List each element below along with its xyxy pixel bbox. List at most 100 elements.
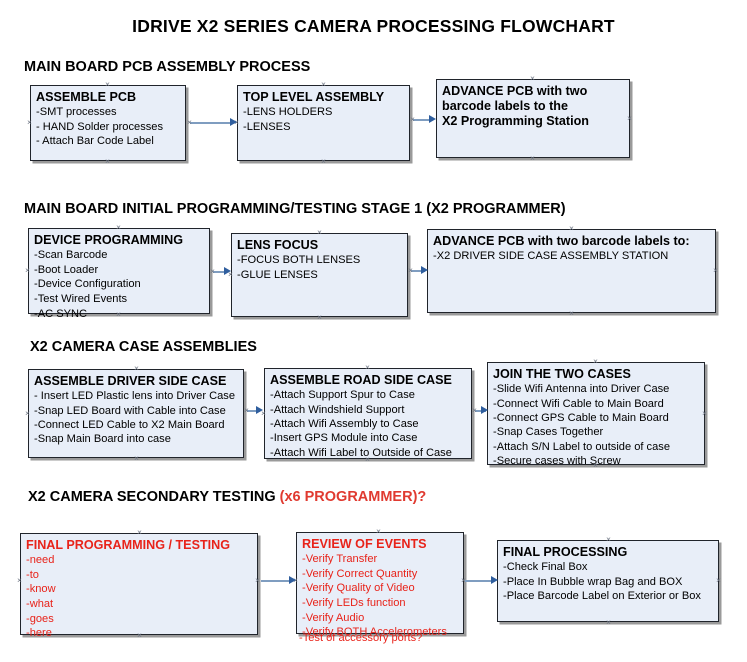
resize-handle[interactable] bbox=[316, 229, 323, 236]
box-assemble-pcb[interactable]: ASSEMBLE PCB -SMT processes - HAND Solde… bbox=[30, 85, 186, 161]
box-line: -SMT processes bbox=[36, 106, 117, 119]
box-advance-pcb-driver-side-case[interactable]: ADVANCE PCB with two barcode labels to: … bbox=[427, 229, 716, 313]
resize-handle[interactable] bbox=[320, 81, 327, 88]
box-advance-pcb-programming-station[interactable]: ADVANCE PCB with two barcode labels to t… bbox=[436, 79, 630, 158]
resize-handle[interactable] bbox=[320, 158, 327, 165]
box-title: FINAL PROGRAMMING / TESTING bbox=[26, 538, 231, 552]
box-line: -LENS HOLDERS bbox=[243, 106, 333, 119]
resize-handle[interactable] bbox=[136, 529, 143, 536]
box-join-the-two-cases[interactable]: JOIN THE TWO CASES -Slide Wifi Antenna i… bbox=[487, 362, 705, 467]
box-line: -what bbox=[26, 598, 54, 611]
connector-line bbox=[247, 410, 260, 412]
box-line: -X2 DRIVER SIDE CASE ASSEMBLY STATION bbox=[433, 250, 669, 263]
connector-arrow-icon bbox=[289, 576, 296, 584]
box-line: -Verify Correct Quantity bbox=[302, 567, 418, 580]
resize-handle[interactable] bbox=[529, 155, 536, 162]
resize-handle[interactable] bbox=[568, 225, 575, 232]
box-title: ASSEMBLE PCB bbox=[36, 90, 137, 104]
resize-handle[interactable] bbox=[133, 455, 140, 462]
resize-handle[interactable] bbox=[133, 365, 140, 372]
connector-arrow-icon bbox=[481, 406, 488, 414]
resize-handle[interactable] bbox=[592, 462, 599, 469]
box-line: -to bbox=[26, 568, 39, 581]
resize-handle[interactable] bbox=[375, 528, 382, 535]
box-line: -goes bbox=[26, 612, 54, 625]
section-heading-accent: (x6 PROGRAMMER)? bbox=[279, 489, 427, 505]
connector-arrow-icon bbox=[224, 267, 231, 275]
resize-handle[interactable] bbox=[243, 407, 250, 414]
connector-line bbox=[213, 271, 227, 273]
section-heading-text: X2 CAMERA CASE ASSEMBLIES bbox=[30, 339, 257, 355]
box-content: FINAL PROGRAMMING / TESTING -need -to -k… bbox=[21, 534, 257, 641]
box-content: DEVICE PROGRAMMING -Scan Barcode -Boot L… bbox=[29, 229, 209, 321]
resize-handle[interactable] bbox=[626, 115, 633, 122]
section-heading-text: X2 CAMERA SECONDARY TESTING bbox=[28, 489, 280, 505]
resize-handle[interactable] bbox=[136, 632, 143, 639]
box-line: -Attach Support Spur to Case bbox=[270, 389, 415, 402]
box-line: -FOCUS BOTH LENSES bbox=[237, 254, 361, 267]
box-line: -Device Configuration bbox=[34, 278, 141, 291]
resize-handle[interactable] bbox=[568, 310, 575, 317]
resize-handle[interactable] bbox=[407, 267, 414, 274]
resize-handle[interactable] bbox=[186, 119, 193, 126]
connector-line bbox=[190, 122, 230, 124]
connector-arrow-icon bbox=[230, 118, 237, 126]
resize-handle[interactable] bbox=[26, 119, 33, 126]
box-title: ADVANCE PCB with two bbox=[442, 84, 588, 98]
box-assemble-driver-side-case[interactable]: ASSEMBLE DRIVER SIDE CASE - Insert LED P… bbox=[28, 369, 244, 458]
resize-handle[interactable] bbox=[715, 577, 722, 584]
connector-arrow-icon bbox=[429, 115, 436, 123]
box-line: -Verify LEDs function bbox=[302, 597, 406, 610]
resize-handle[interactable] bbox=[115, 224, 122, 231]
resize-handle[interactable] bbox=[104, 158, 111, 165]
box-lens-focus[interactable]: LENS FOCUS -FOCUS BOTH LENSES -GLUE LENS… bbox=[231, 233, 408, 317]
resize-handle[interactable] bbox=[712, 267, 719, 274]
box-line: -AC SYNC bbox=[34, 307, 88, 320]
resize-handle[interactable] bbox=[316, 314, 323, 321]
resize-handle[interactable] bbox=[16, 577, 23, 584]
resize-handle[interactable] bbox=[254, 577, 261, 584]
resize-handle[interactable] bbox=[364, 364, 371, 371]
box-assemble-road-side-case[interactable]: ASSEMBLE ROAD SIDE CASE -Attach Support … bbox=[264, 368, 472, 459]
resize-handle[interactable] bbox=[529, 75, 536, 82]
resize-handle[interactable] bbox=[375, 631, 382, 638]
connector-line bbox=[411, 270, 425, 272]
box-line: -Insert GPS Module into Case bbox=[270, 432, 418, 445]
resize-handle[interactable] bbox=[104, 81, 111, 88]
resize-handle[interactable] bbox=[701, 410, 708, 417]
box-device-programming[interactable]: DEVICE PROGRAMMING -Scan Barcode -Boot L… bbox=[28, 228, 210, 320]
box-review-of-events[interactable]: REVIEW OF EVENTS -Verify Transfer -Verif… bbox=[296, 532, 464, 638]
box-line: -Snap Cases Together bbox=[493, 426, 604, 439]
resize-handle[interactable] bbox=[592, 358, 599, 365]
resize-handle[interactable] bbox=[24, 267, 31, 274]
resize-handle[interactable] bbox=[364, 456, 371, 463]
box-line: -Scan Barcode bbox=[34, 249, 108, 262]
section-heading-x2-camera-secondary-testing: X2 CAMERA SECONDARY TESTING (x6 PROGRAMM… bbox=[28, 489, 426, 505]
resize-handle[interactable] bbox=[605, 619, 612, 626]
box-line: -GLUE LENSES bbox=[237, 268, 318, 281]
resize-handle[interactable] bbox=[409, 116, 416, 123]
box-line: - HAND Solder processes bbox=[36, 120, 164, 133]
box-content: JOIN THE TWO CASES -Slide Wifi Antenna i… bbox=[488, 363, 704, 469]
box-line: -Verify Audio bbox=[302, 611, 365, 624]
box-line: - Attach Bar Code Label bbox=[36, 135, 154, 148]
connector-line bbox=[261, 580, 291, 582]
box-line: -Attach Windshield Support bbox=[270, 403, 405, 416]
box-line: -Attach Wifi Assembly to Case bbox=[270, 417, 419, 430]
box-line: -Attach Wifi Label to Outside of Case bbox=[270, 446, 452, 459]
box-title: ASSEMBLE ROAD SIDE CASE bbox=[270, 373, 452, 387]
box-final-programming-testing[interactable]: FINAL PROGRAMMING / TESTING -need -to -k… bbox=[20, 533, 258, 639]
resize-handle[interactable] bbox=[24, 410, 31, 417]
connector-arrow-icon bbox=[421, 266, 428, 274]
resize-handle[interactable] bbox=[471, 407, 478, 414]
box-top-level-assembly[interactable]: TOP LEVEL ASSEMBLY -LENS HOLDERS -LENSES bbox=[237, 85, 410, 161]
box-title: TOP LEVEL ASSEMBLY bbox=[243, 90, 385, 104]
resize-handle[interactable] bbox=[209, 268, 216, 275]
box-line: - Insert LED Plastic lens into Driver Ca… bbox=[34, 390, 235, 403]
section-heading-text: MAIN BOARD PCB ASSEMBLY PROCESS bbox=[24, 59, 311, 75]
box-title: ADVANCE PCB with two barcode labels to: bbox=[433, 234, 690, 248]
resize-handle[interactable] bbox=[115, 311, 122, 318]
box-line: -Connect GPS Cable to Main Board bbox=[493, 411, 669, 424]
box-final-processing[interactable]: FINAL PROCESSING -Check Final Box -Place… bbox=[497, 540, 719, 622]
resize-handle[interactable] bbox=[605, 536, 612, 543]
